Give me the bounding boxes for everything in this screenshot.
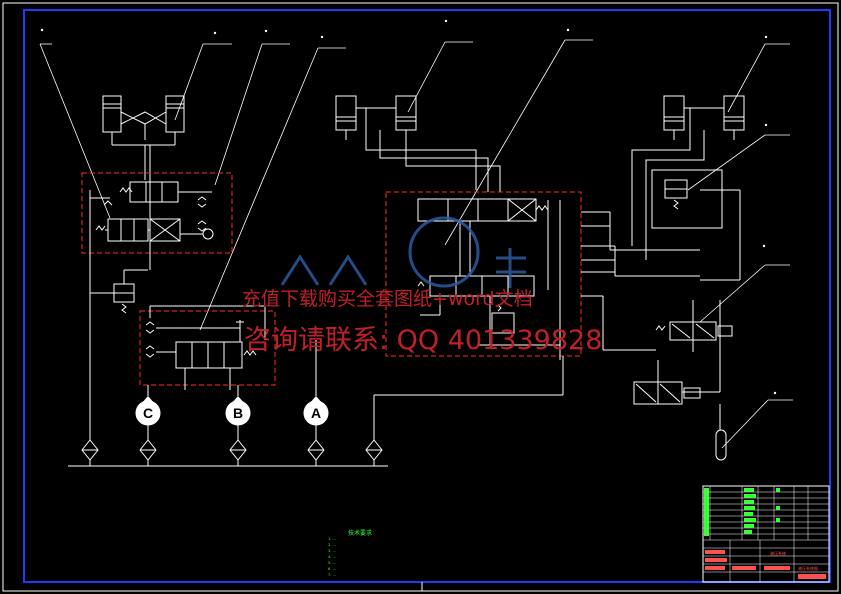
drawing-name: 液压系统图 (798, 566, 818, 571)
logo-watermark (280, 216, 526, 288)
note-item: 1. ... (328, 537, 336, 541)
pump-c: C (135, 396, 161, 426)
pump-a: A (303, 396, 329, 426)
note-item: 7. ... (328, 573, 336, 577)
pump-lines (147, 340, 317, 440)
right-cylinders (631, 95, 745, 260)
note-item: 2. ... (328, 543, 336, 547)
note-item: 5. ... (328, 561, 336, 565)
title-block (702, 485, 830, 583)
middle-cylinders (335, 95, 501, 192)
right-relief-valve (651, 169, 741, 281)
drawing-frame (23, 9, 831, 583)
note-item: 4. ... (328, 555, 336, 559)
pump-valve-group-box (139, 310, 276, 386)
pump-b: B (225, 396, 251, 426)
title-block-label: 液压系统 (770, 551, 786, 556)
pump-valve-group (145, 305, 266, 390)
note-item: 3. ... (328, 549, 336, 553)
pump-a-label: A (311, 405, 321, 421)
filters (68, 298, 563, 467)
main-valve-group (417, 198, 561, 360)
notes-title: 技术要求 (348, 530, 373, 537)
watermark-line-1: 充值下载购买全套图纸+word文档 (242, 288, 533, 310)
part-numbers (40, 19, 777, 395)
watermark-line-2: 咨询请联系: QQ 401339828 (244, 325, 603, 356)
left-cylinders (102, 95, 185, 220)
leader-lines (39, 39, 793, 449)
note-item: 6. ... (328, 567, 336, 571)
center-right-lines (562, 211, 700, 395)
pump-b-label: B (233, 405, 243, 421)
main-valve-group-box (385, 191, 582, 357)
left-valve-group (89, 181, 214, 298)
pump-c-label: C (143, 405, 153, 421)
left-valve-group-box (81, 172, 233, 254)
left-relief-valve (90, 269, 148, 314)
right-solenoid-valves (633, 300, 733, 461)
